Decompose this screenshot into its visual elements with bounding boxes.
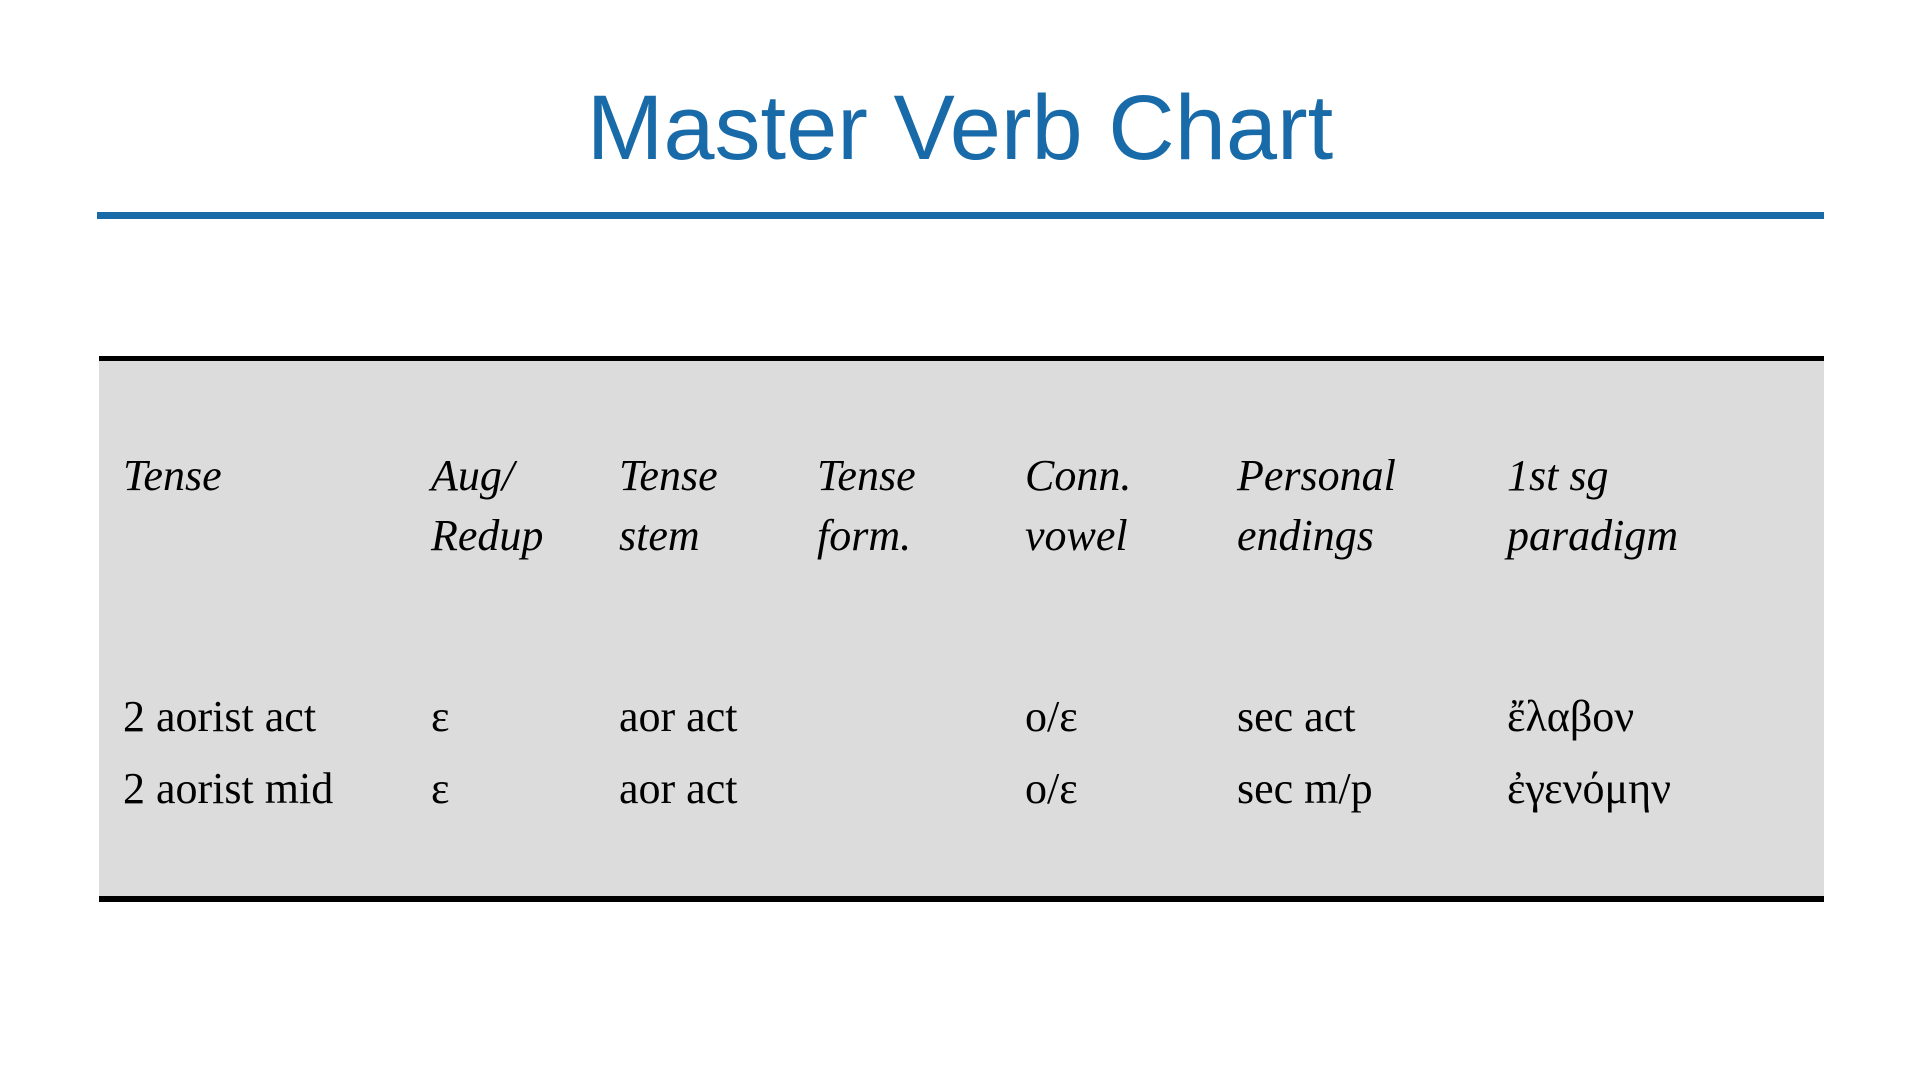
header-label: Tense — [817, 451, 916, 500]
cell-personal-endings: sec act — [1237, 692, 1356, 741]
table-row: 2 aorist act ε aor act o/ε sec act ἔλαβο… — [99, 691, 1824, 743]
cell-aug-redup: ε — [431, 692, 450, 741]
header-label: Tense — [123, 451, 222, 500]
cell-tense-stem: aor act — [619, 764, 738, 813]
cell-conn-vowel: o/ε — [1025, 764, 1078, 813]
cell-1st-sg-paradigm: ἐγενόμην — [1507, 764, 1672, 813]
header-cell-tense-stem: Tense stem — [619, 446, 817, 566]
cell-tense: 2 aorist mid — [123, 764, 334, 813]
table-row: 2 aorist mid ε aor act o/ε sec m/p ἐγενό… — [99, 763, 1824, 815]
header-label: Redup — [431, 511, 544, 560]
table-header-row: Tense Aug/ Redup Tense stem Tense form. … — [99, 446, 1824, 566]
header-label: vowel — [1025, 511, 1128, 560]
header-label: Tense — [619, 451, 718, 500]
cell-personal-endings: sec m/p — [1237, 764, 1373, 813]
header-label: Personal — [1237, 451, 1396, 500]
header-label: 1st sg — [1507, 451, 1609, 500]
cell-tense-form — [817, 691, 1025, 743]
header-cell-conn-vowel: Conn. vowel — [1025, 446, 1237, 566]
header-cell-personal-endings: Personal endings — [1237, 446, 1507, 566]
header-cell-1st-sg-paradigm: 1st sg paradigm — [1507, 446, 1824, 566]
cell-conn-vowel: o/ε — [1025, 692, 1078, 741]
header-cell-aug-redup: Aug/ Redup — [431, 446, 619, 566]
header-label: endings — [1237, 511, 1374, 560]
cell-1st-sg-paradigm: ἔλαβον — [1507, 692, 1635, 741]
cell-tense: 2 aorist act — [123, 692, 317, 741]
header-label: stem — [619, 511, 700, 560]
cell-aug-redup: ε — [431, 764, 450, 813]
header-label: paradigm — [1507, 511, 1679, 560]
header-label: Aug/ — [431, 451, 515, 500]
cell-tense-form — [817, 763, 1025, 815]
title-underline-rule — [97, 212, 1824, 219]
header-cell-tense-form: Tense form. — [817, 446, 1025, 566]
header-cell-tense: Tense — [123, 446, 431, 566]
master-verb-chart-table: Tense Aug/ Redup Tense stem Tense form. … — [99, 356, 1824, 902]
cell-tense-stem: aor act — [619, 692, 738, 741]
header-label: form. — [817, 511, 912, 560]
header-label: Conn. — [1025, 451, 1132, 500]
page-title: Master Verb Chart — [586, 77, 1334, 179]
